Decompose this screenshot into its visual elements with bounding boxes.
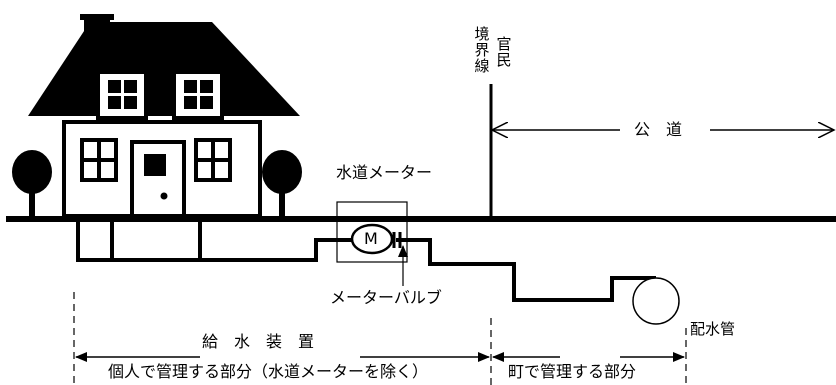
meter-symbol-label: M bbox=[364, 229, 378, 248]
water-meter-icon bbox=[350, 223, 394, 255]
kai-char: 界 bbox=[474, 41, 490, 59]
water-meter-label: 水道メーター bbox=[336, 163, 433, 182]
distribution-pipe-icon bbox=[632, 277, 680, 325]
boundary-label-kyokaisen: 境 界 線 bbox=[474, 26, 490, 74]
boundary-label-kanmin: 官 民 bbox=[496, 36, 512, 68]
dormer-window-left bbox=[108, 80, 137, 109]
tree-right-icon bbox=[262, 150, 302, 216]
house-icon bbox=[28, 14, 300, 218]
town-part-label: 町で管理する部分 bbox=[504, 364, 641, 380]
window-right bbox=[194, 138, 232, 182]
sen-char: 線 bbox=[474, 57, 490, 75]
min-char: 民 bbox=[496, 51, 512, 69]
private-part-label: 個人で管理する部分（水道メーターを除く） bbox=[104, 364, 433, 380]
water-supply-equipment-label: 給 水 装 置 bbox=[202, 332, 315, 351]
public-road-label: 公 道 bbox=[634, 120, 683, 139]
meter-box bbox=[336, 201, 408, 263]
meter-valve-label: メーターバルブ bbox=[330, 288, 442, 307]
door-icon bbox=[130, 140, 186, 218]
foundation bbox=[76, 219, 354, 262]
distribution-pipe-label: 配水管 bbox=[690, 320, 736, 338]
kan-char: 官 bbox=[496, 35, 512, 53]
service-pipe bbox=[396, 238, 656, 302]
kyo-char: 境 bbox=[474, 25, 490, 43]
dormer-window-right bbox=[184, 80, 213, 109]
tree-left-icon bbox=[12, 150, 52, 216]
window-left bbox=[80, 138, 118, 182]
